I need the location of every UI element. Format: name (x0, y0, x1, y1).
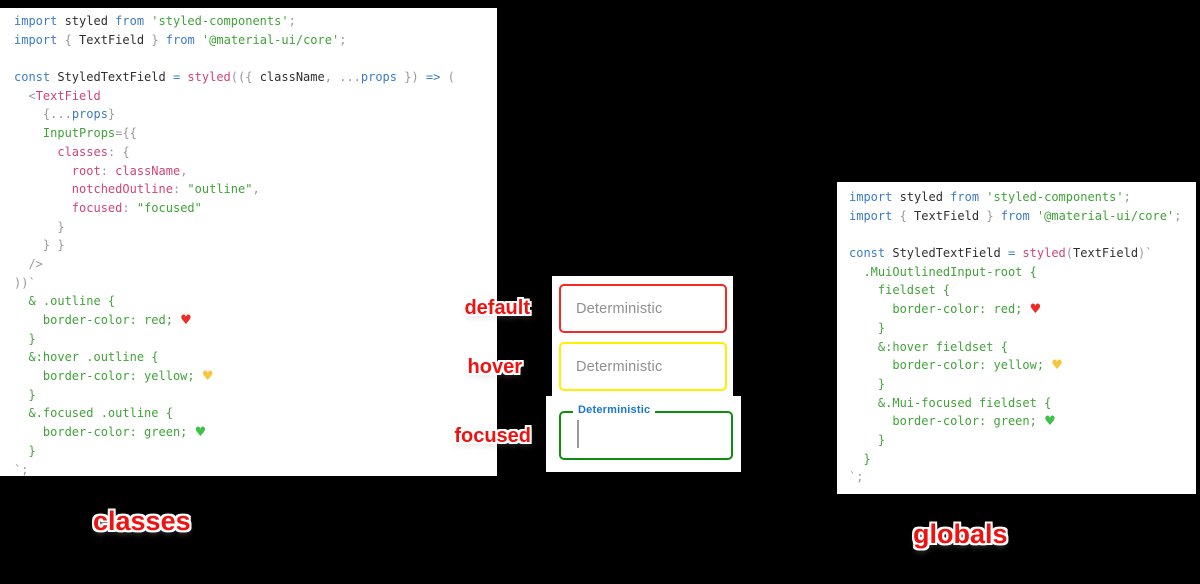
caption-globals: globals (913, 519, 1008, 549)
code-panel-classes: import styled from 'styled-components';i… (0, 8, 497, 476)
textfield-default[interactable]: Deterministic (559, 284, 727, 333)
code-globals: import styled from 'styled-components';i… (849, 190, 1182, 485)
code-panel-globals: import styled from 'styled-components';i… (837, 182, 1196, 494)
state-label-hover: hover (467, 356, 522, 378)
textfield-focused[interactable]: Deterministic (559, 404, 733, 460)
textfield-hover-placeholder: Deterministic (576, 358, 663, 375)
code-classes: import styled from 'styled-components';i… (14, 14, 455, 476)
caption-classes: classes (93, 506, 191, 536)
state-label-focused: focused (454, 425, 531, 447)
textfield-hover[interactable]: Deterministic (559, 342, 727, 391)
text-caret (577, 420, 579, 448)
textfield-default-placeholder: Deterministic (576, 300, 663, 317)
textfield-focused-floating-label: Deterministic (573, 404, 656, 416)
state-label-default: default (464, 297, 530, 319)
